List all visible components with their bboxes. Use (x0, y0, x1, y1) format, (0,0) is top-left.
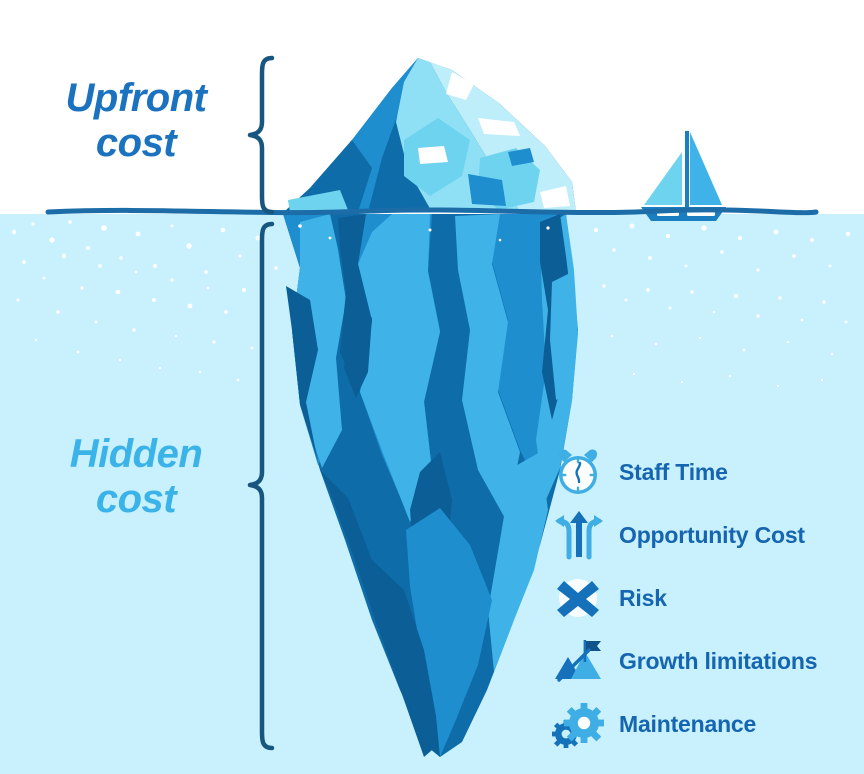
brace-hidden[interactable] (247, 221, 275, 751)
boat-sail-front (644, 152, 682, 205)
iceberg-facet-light-c (455, 214, 520, 520)
brace-upfront[interactable] (247, 55, 275, 215)
iceberg-tip-left-dark (284, 140, 372, 212)
legend-item-staff-time[interactable]: Staff Time (551, 446, 728, 498)
legend-label-staff-time: Staff Time (619, 458, 728, 485)
iceberg-tip-light-strip (288, 190, 348, 212)
legend-item-growth-limitations[interactable]: Growth limitations (551, 635, 817, 687)
legend-label-opportunity-cost: Opportunity Cost (619, 521, 805, 548)
iceberg-tip-shadow-small (508, 148, 534, 166)
water-foam-bubbles (11, 220, 851, 388)
iceberg-lower-light-right (488, 452, 548, 672)
mountain-flag-icon (555, 640, 601, 682)
legend-item-maintenance[interactable]: Maintenance (551, 698, 756, 750)
iceberg-tip-white-c (418, 146, 448, 164)
hidden-cost-label-line2: cost (95, 476, 177, 521)
sailboat (641, 131, 726, 221)
iceberg-tip-white-d (540, 186, 570, 208)
iceberg-lower-shadow-deep (372, 560, 440, 757)
alarm-clock-icon (558, 449, 598, 494)
upfront-cost-label: Upfront cost (36, 76, 236, 166)
x-cross-icon (557, 579, 599, 617)
legend-label-maintenance: Maintenance (619, 710, 757, 737)
iceberg-tip (284, 58, 576, 212)
upfront-cost-label-line2: cost (95, 120, 177, 165)
iceberg-tip-pale-right (430, 62, 576, 212)
iceberg-facet-light-b (358, 214, 440, 522)
boat-sail-back (690, 132, 722, 205)
boat-mast (685, 131, 689, 209)
legend-label-risk: Risk (619, 584, 667, 611)
iceberg-shadow-mid-left (286, 286, 318, 462)
iceberg-underwater (283, 214, 578, 757)
gears-icon (552, 703, 604, 748)
iceberg-tip-white-a (446, 72, 474, 100)
hidden-cost-label: Hidden cost (36, 432, 236, 522)
legend-item-opportunity-cost[interactable]: Opportunity Cost (551, 509, 805, 561)
waterline-stroke (45, 207, 819, 216)
legend-item-risk[interactable]: Risk (551, 572, 667, 624)
iceberg-tip-shadow-wedge (468, 174, 506, 206)
hidden-cost-label-line1: Hidden (69, 432, 203, 476)
three-arrows-icon (555, 511, 603, 560)
iceberg-shadow-right-panel (550, 272, 576, 400)
brace-group (247, 55, 275, 751)
legend-label-growth-limitations: Growth limitations (619, 647, 818, 674)
iceberg-tip-white-b (478, 118, 520, 136)
iceberg-shadow-notch-a (344, 300, 372, 398)
upfront-cost-label-line1: Upfront (65, 76, 207, 120)
